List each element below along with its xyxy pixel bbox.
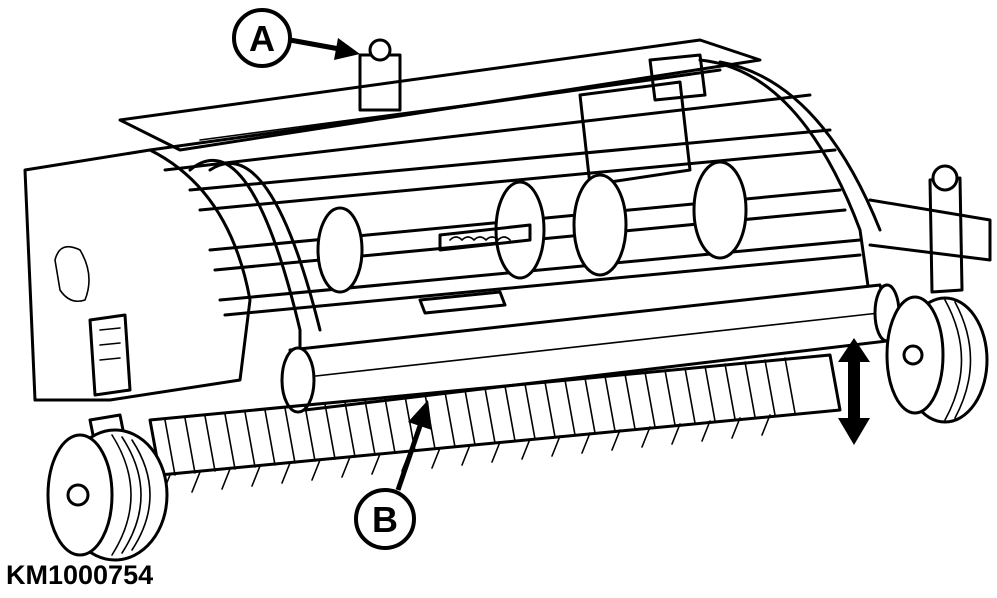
left-gauge-wheel xyxy=(46,413,169,562)
height-adjust-arrow xyxy=(838,338,870,445)
figure-id-label: KM1000754 xyxy=(6,560,154,590)
left-side-shield xyxy=(23,148,252,402)
callout-b-letter: B xyxy=(372,499,398,540)
hoop-arms xyxy=(188,58,882,392)
top-frame xyxy=(118,38,812,187)
right-gauge-wheel xyxy=(868,164,992,424)
wind-guard-roller xyxy=(280,283,901,414)
callout-b: B xyxy=(354,400,432,550)
callout-a-letter: A xyxy=(249,18,275,59)
callout-a: A xyxy=(232,8,360,68)
auger xyxy=(316,160,748,294)
